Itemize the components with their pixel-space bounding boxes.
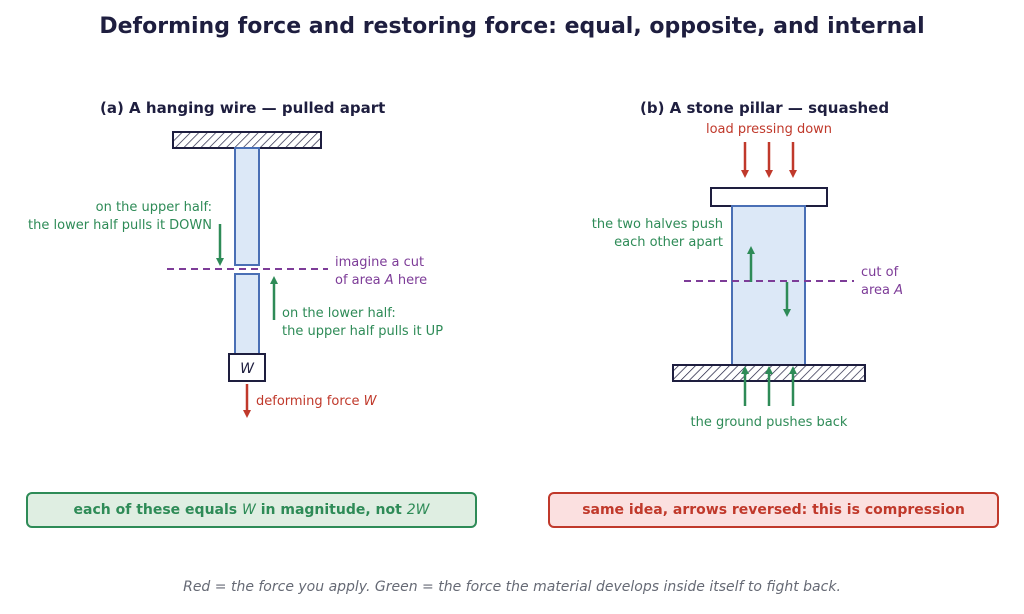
diagram-title: Deforming force and restoring force: equ…	[99, 14, 925, 39]
tension-summary-box: each of these equals W in magnitude, not…	[26, 492, 477, 528]
deforming-force-label: deforming force W	[256, 393, 377, 411]
upper-half-note: on the upper half: the lower half pulls …	[14, 199, 212, 235]
tension-summary-var1: W	[242, 502, 256, 518]
panel-b-title: (b) A stone pillar — squashed	[640, 99, 890, 117]
lower-half-note-line1: on the lower half:	[282, 306, 396, 321]
pillar-cut-note: cut of area A	[861, 264, 903, 300]
ground-label: the ground pushes back	[690, 415, 848, 430]
upper-half-note-line2: the lower half pulls it DOWN	[28, 218, 212, 233]
pillar-cut-note-line1: cut of	[861, 265, 899, 280]
wire-cut-note-prefix: of area	[335, 273, 385, 288]
load-plate	[710, 187, 828, 207]
wire-upper-half	[234, 147, 260, 266]
lower-half-note: on the lower half: the upper half pulls …	[282, 305, 443, 341]
tension-summary-middle: in magnitude, not	[260, 502, 402, 518]
compression-summary-box: same idea, arrows reversed: this is comp…	[548, 492, 999, 528]
panel-a-title: (a) A hanging wire — pulled apart	[100, 99, 386, 117]
ceiling-support	[172, 131, 322, 149]
weight-block	[228, 353, 266, 382]
weight-label: W	[240, 361, 255, 377]
load-label: load pressing down	[705, 122, 833, 137]
pillar-cut-note-area: A	[894, 283, 904, 298]
push-apart-note-line1: the two halves push	[591, 217, 723, 232]
push-apart-note: the two halves push each other apart	[560, 216, 723, 252]
wire-cut-note-area: A	[384, 273, 394, 288]
deforming-force-var: W	[363, 394, 377, 409]
lower-half-note-line2: the upper half pulls it UP	[282, 324, 444, 339]
tension-summary-var2: 2W	[406, 502, 430, 518]
wire-cut-note: imagine a cut of area A here	[335, 254, 427, 290]
push-apart-note-line2: each other apart	[614, 235, 723, 250]
wire-cut-note-line1: imagine a cut	[335, 255, 425, 270]
stone-pillar	[731, 205, 806, 366]
upper-half-note-line1: on the upper half:	[95, 200, 212, 215]
deforming-force-prefix: deforming force	[256, 394, 364, 409]
wire-cut-note-suffix: here	[393, 273, 428, 288]
color-legend-footer: Red = the force you apply. Green = the f…	[183, 579, 841, 595]
tension-summary-prefix: each of these equals	[73, 502, 238, 518]
pillar-cut-note-prefix: area	[861, 283, 895, 298]
wire-lower-half	[234, 273, 260, 355]
